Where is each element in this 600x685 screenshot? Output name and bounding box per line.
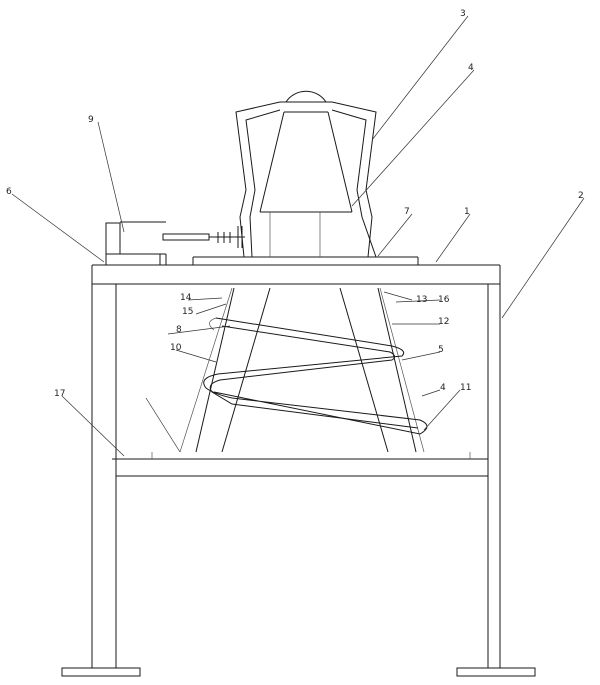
motor	[105, 221, 167, 265]
label-13: 13	[416, 295, 427, 305]
label-8: 8	[176, 325, 182, 335]
frame	[61, 264, 536, 677]
label-3: 3	[460, 9, 466, 19]
label-11: 11	[460, 383, 471, 393]
rail	[192, 256, 419, 266]
spiral-chute	[203, 317, 428, 435]
label-16: 16	[438, 295, 450, 305]
label-5: 5	[438, 345, 444, 355]
label-15: 15	[182, 307, 193, 317]
label-4-lower: 4	[440, 383, 446, 393]
leader-lines	[11, 15, 585, 457]
label-1: 1	[464, 207, 470, 217]
inclined-members	[179, 287, 425, 453]
label-10: 10	[170, 343, 182, 353]
label-17: 17	[54, 389, 65, 399]
label-14: 14	[180, 293, 192, 303]
label-2: 2	[578, 191, 584, 201]
drive-shaft	[162, 226, 245, 248]
label-12: 12	[438, 317, 449, 327]
hopper	[259, 90, 353, 257]
labels: 3 4 9 6 7 1 2 14 15 13 16 12 8 10 5 17 1…	[6, 9, 584, 399]
label-4: 4	[468, 63, 474, 73]
support-arms	[235, 101, 377, 258]
label-6: 6	[6, 187, 12, 197]
label-7: 7	[404, 207, 410, 217]
label-9: 9	[88, 115, 94, 125]
